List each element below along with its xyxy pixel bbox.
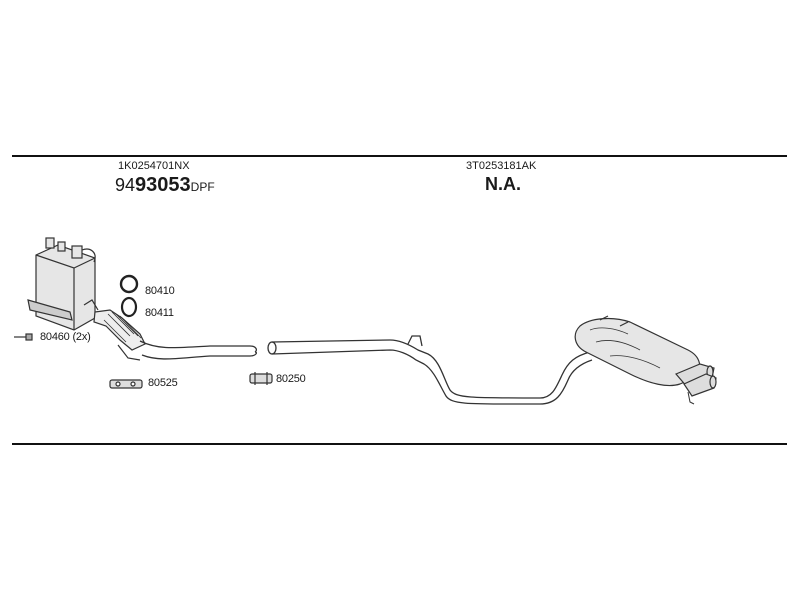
front-code-prefix: 94 [115,175,136,195]
bottom-divider [12,443,787,445]
center-pipe-icon [267,335,593,405]
callout-clamp: 80250 [276,373,306,385]
front-code-suffix: DPF [190,180,215,194]
front-pipe-icon [139,340,257,360]
callout-gasket: 80525 [148,377,178,389]
rear-part-number: 3T0253181AK [466,160,537,172]
top-divider [12,155,787,157]
clamp-icon [249,372,273,385]
front-part-number: 1K0254701NX [118,160,190,172]
sealing-ring-lower-icon [120,296,138,318]
front-code: 9493053DPF [115,174,215,197]
bolt-icon [14,333,33,341]
front-code-main: 93053 [135,174,191,196]
callout-ring-upper: 80410 [145,285,175,297]
front-flex-pipe-icon [93,309,146,361]
rear-hanger-icon [687,391,695,405]
callout-bolt: 80460 (2x) [40,331,91,343]
gasket-icon [109,379,143,389]
tailpipe-icon [675,363,717,397]
callout-ring-lower: 80411 [145,307,174,319]
rear-status: N.A. [485,174,521,194]
dpf-unit-icon [27,237,99,331]
sealing-ring-upper-icon [119,274,139,294]
